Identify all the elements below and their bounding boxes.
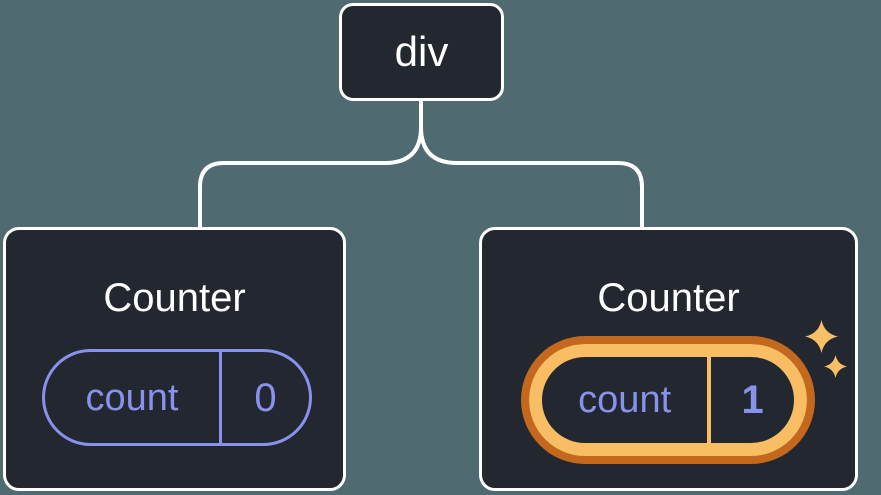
state-pill-key-segment: count [45,352,222,443]
state-pill-value-segment: 1 [711,357,794,443]
state-pill-highlighted: count 1 [529,344,807,456]
card-title: Counter [597,276,740,320]
counter-card-right: Counter count 1 [479,227,858,491]
state-pill-value-segment: 0 [222,352,309,443]
state-value: 1 [741,378,764,422]
counter-card-left: Counter count 0 [3,227,346,491]
sparkles-decoration [805,320,848,379]
tree-connector-left-branch [198,101,423,228]
state-pill-key-segment: count [542,357,712,443]
sparkle-icon-large [805,320,838,353]
card-title: Counter [103,276,246,320]
root-node-div: div [339,3,504,101]
state-pill: count 0 [42,349,312,446]
state-key-label: count [578,379,672,421]
sparkle-icon-small [824,355,848,379]
tree-connector-right-branch [419,101,644,228]
state-key-label: count [85,376,179,419]
state-value: 0 [254,375,277,420]
root-node-label: div [394,28,449,75]
